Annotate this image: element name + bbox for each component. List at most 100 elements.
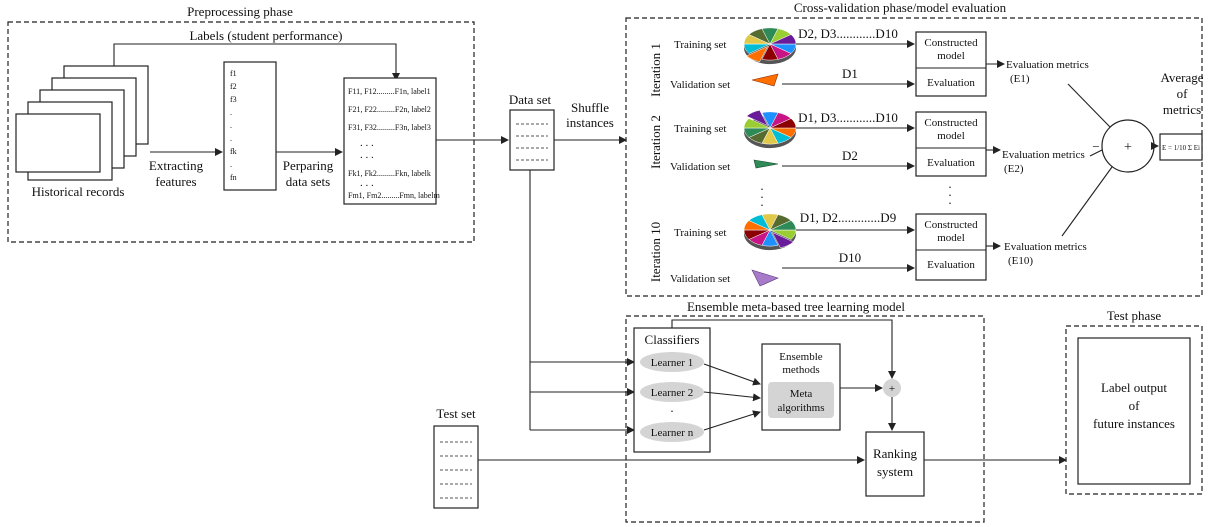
feature-item: f2: [230, 82, 237, 91]
feature-item: .: [230, 134, 232, 143]
meta-algorithms-box: [768, 382, 834, 418]
matrix-row: F31, F32.........F3n, label3: [348, 123, 431, 132]
learner-1: [640, 352, 704, 372]
data-set-box: [509, 109, 555, 171]
feature-item: fk: [230, 147, 237, 156]
learner-n-arrow: [703, 410, 761, 431]
svg-text:.: .: [948, 192, 951, 207]
iter1-validation-slice: [751, 73, 779, 87]
shuffle-label-1: Shuffle: [571, 100, 609, 115]
test-set-label: Test set: [436, 406, 476, 421]
iter2-evaluation-label: Evaluation: [927, 157, 975, 169]
labels-caption: Labels (student performance): [189, 28, 342, 43]
ranking-system-box: [865, 431, 925, 497]
average-label-2: of: [1177, 86, 1189, 101]
preprocessing-title: Preprocessing phase: [187, 4, 293, 19]
iter10-evaluation-label: Evaluation: [927, 259, 975, 271]
matrix-row: Fk1, Fk2.........Fkn, labelk: [348, 169, 431, 178]
feature-item: fn: [230, 173, 237, 182]
formula-box: [1159, 133, 1203, 161]
learner-1-arrow: [703, 363, 761, 386]
iter1-model-label-1: Constructed: [924, 37, 978, 49]
average-label-1: Average: [1160, 70, 1203, 85]
cross-validation-title: Cross-validation phase/model evaluation: [794, 0, 1007, 15]
iteration-ellipsis: .: [760, 178, 763, 193]
iter2-validation-label: Validation set: [670, 161, 730, 173]
ranking-label-2: system: [877, 464, 913, 479]
data-set-label: Data set: [509, 92, 552, 107]
iter10-model-label-2: model: [937, 232, 965, 244]
label-output-box: [1077, 337, 1191, 485]
output-label-3: future instances: [1093, 416, 1175, 431]
learner-2: [640, 382, 704, 402]
iter1-val-fold: D1: [842, 66, 858, 81]
historical-records-stack: [15, 65, 149, 181]
pie-slice: [771, 231, 794, 249]
labels-arrow: [113, 43, 400, 81]
preparing-label-1: Perparing: [283, 158, 334, 173]
pie-slice: [746, 109, 769, 127]
feature-item: .: [230, 121, 232, 130]
iteration-1-label: Iteration 1: [648, 43, 663, 97]
iter2-validation-slice: [753, 159, 779, 169]
classifiers-label: Classifiers: [645, 332, 700, 347]
data-matrix-box: [343, 77, 437, 205]
iter1-evaluation-label: Evaluation: [927, 77, 975, 89]
matrix-row: F11, F12.........F1n, label1: [348, 87, 431, 96]
extracting-label-2: features: [155, 174, 196, 189]
meta-label-1: Meta: [790, 388, 813, 400]
iter2-train-folds: D1, D3............D10: [798, 110, 898, 125]
feature-item: f1: [230, 69, 237, 78]
svg-text:.: .: [670, 400, 673, 415]
ensemble-plus-node: [883, 379, 901, 397]
matrix-dots: . . .: [360, 137, 374, 149]
iter1-training-pie: [743, 27, 797, 65]
test-set-box: [433, 425, 479, 509]
classifiers-to-plus: [671, 319, 896, 379]
e1-to-sum: [1067, 83, 1111, 128]
test-set-rows: [440, 441, 472, 499]
learner-2-arrow: [703, 391, 761, 402]
e10-to-sum: [1061, 166, 1113, 237]
matrix-row: F21, F22.........F2n, label2: [348, 105, 431, 114]
iter1-train-folds: D2, D3............D10: [798, 26, 898, 41]
output-label-1: Label output: [1101, 380, 1167, 395]
iter10-model-box: [915, 213, 987, 281]
ensemble-methods-label-1: Ensemble: [779, 351, 822, 363]
ensemble-title: Ensemble meta-based tree learning model: [687, 299, 905, 314]
feature-item: .: [230, 108, 232, 117]
feature-item: f3: [230, 95, 237, 104]
iter2-model-label-1: Constructed: [924, 117, 978, 129]
feature-vector-box: [223, 61, 277, 191]
svg-text:.: .: [760, 186, 763, 201]
iter10-validation-slice: [751, 269, 779, 287]
iter2-val-fold: D2: [842, 148, 858, 163]
iter1-training-label: Training set: [674, 39, 726, 51]
iter1-validation-label: Validation set: [670, 79, 730, 91]
model-ellipsis: .: [948, 176, 951, 191]
iter10-metrics-label: Evaluation metrics: [1004, 241, 1087, 253]
learner-1-label: Learner 1: [651, 357, 693, 369]
learner-n-label: Learner n: [651, 427, 694, 439]
test-phase-frame: [1065, 325, 1203, 495]
matrix-row: Fm1, Fm2.........Fmn, labelm: [348, 191, 441, 200]
svg-text:.: .: [948, 184, 951, 199]
iter2-training-label: Training set: [674, 123, 726, 135]
test-phase-title: Test phase: [1107, 308, 1162, 323]
shuffle-label-2: instances: [566, 115, 614, 130]
matrix-dots: . . .: [360, 177, 374, 189]
meta-label-2: algorithms: [777, 402, 824, 414]
extracting-label-1: Extracting: [149, 158, 204, 173]
iter10-training-pie: [743, 213, 797, 251]
output-label-2: of: [1129, 398, 1141, 413]
iter10-val-fold: D10: [839, 250, 861, 265]
learner-n: [640, 422, 704, 442]
iter10-validation-label: Validation set: [670, 273, 730, 285]
sum-minus: −: [1092, 139, 1099, 154]
learner-2-label: Learner 2: [651, 387, 693, 399]
preparing-label-2: data sets: [286, 174, 330, 189]
iter1-metrics-label: Evaluation metrics: [1006, 59, 1089, 71]
